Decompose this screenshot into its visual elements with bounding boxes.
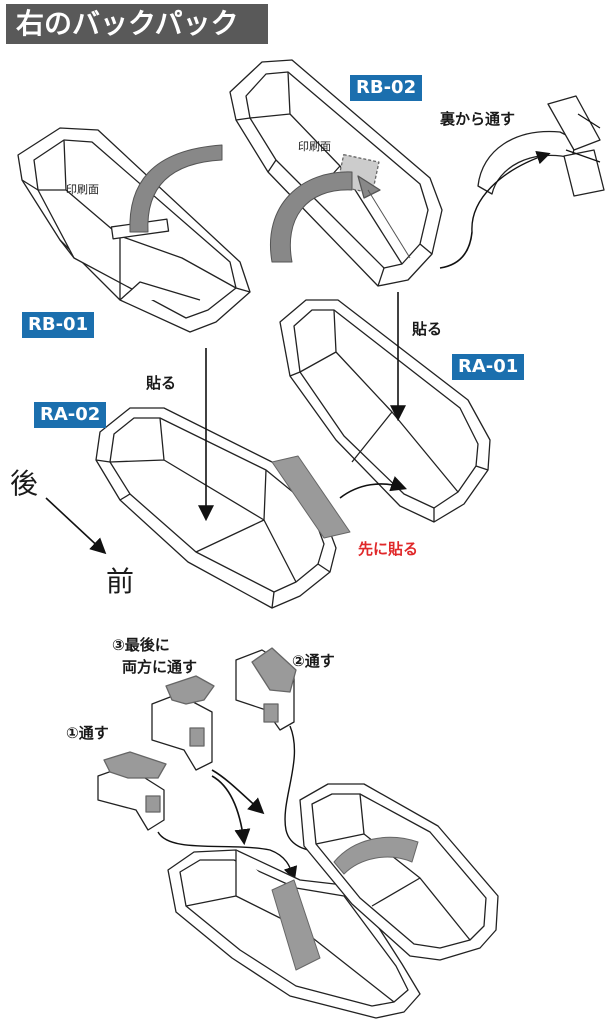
- paste-first-arrow: [339, 476, 408, 499]
- step3-text-line1: ③最後に: [112, 636, 170, 654]
- label-ra-02: RA-02: [34, 402, 107, 428]
- guide-arrow-step3a: [211, 769, 265, 815]
- guide-arrow-step1: [157, 831, 298, 881]
- part-ra-01: [279, 299, 491, 523]
- print-face-text-1: 印刷面: [66, 183, 99, 196]
- label-ra-01: RA-01: [452, 354, 525, 380]
- guide-arrow-strap: [471, 150, 551, 233]
- connector-piece-2: [235, 647, 297, 731]
- paste-text-2: 貼る: [146, 374, 177, 392]
- part-ra-02: [95, 407, 351, 609]
- curved-arrow-rb-02: [270, 171, 353, 263]
- paste-first-text: 先に貼る: [358, 540, 419, 558]
- rear-text: 後: [10, 467, 39, 500]
- paste-text-1: 貼る: [412, 320, 443, 338]
- label-rb-01: RB-01: [22, 312, 95, 338]
- print-face-text-2: 印刷面: [298, 140, 331, 153]
- part-strap: [439, 95, 605, 269]
- guide-arrow-step3b: [211, 775, 251, 846]
- label-rb-02: RB-02: [350, 75, 423, 101]
- step2-text: ②通す: [292, 652, 335, 670]
- front-text: 前: [106, 565, 135, 598]
- step3-text-line2: 両方に通す: [122, 658, 198, 676]
- through-back-text: 裏から通す: [440, 110, 516, 128]
- connector-piece-1: [97, 751, 167, 831]
- connector-piece-3: [151, 675, 215, 771]
- direction-arrow: [45, 497, 107, 555]
- assembled-backpack: [167, 783, 499, 1019]
- step1-text: ①通す: [66, 724, 109, 742]
- page-title: 右のバックパック: [6, 4, 268, 44]
- curved-arrow-rb-01: [129, 144, 223, 233]
